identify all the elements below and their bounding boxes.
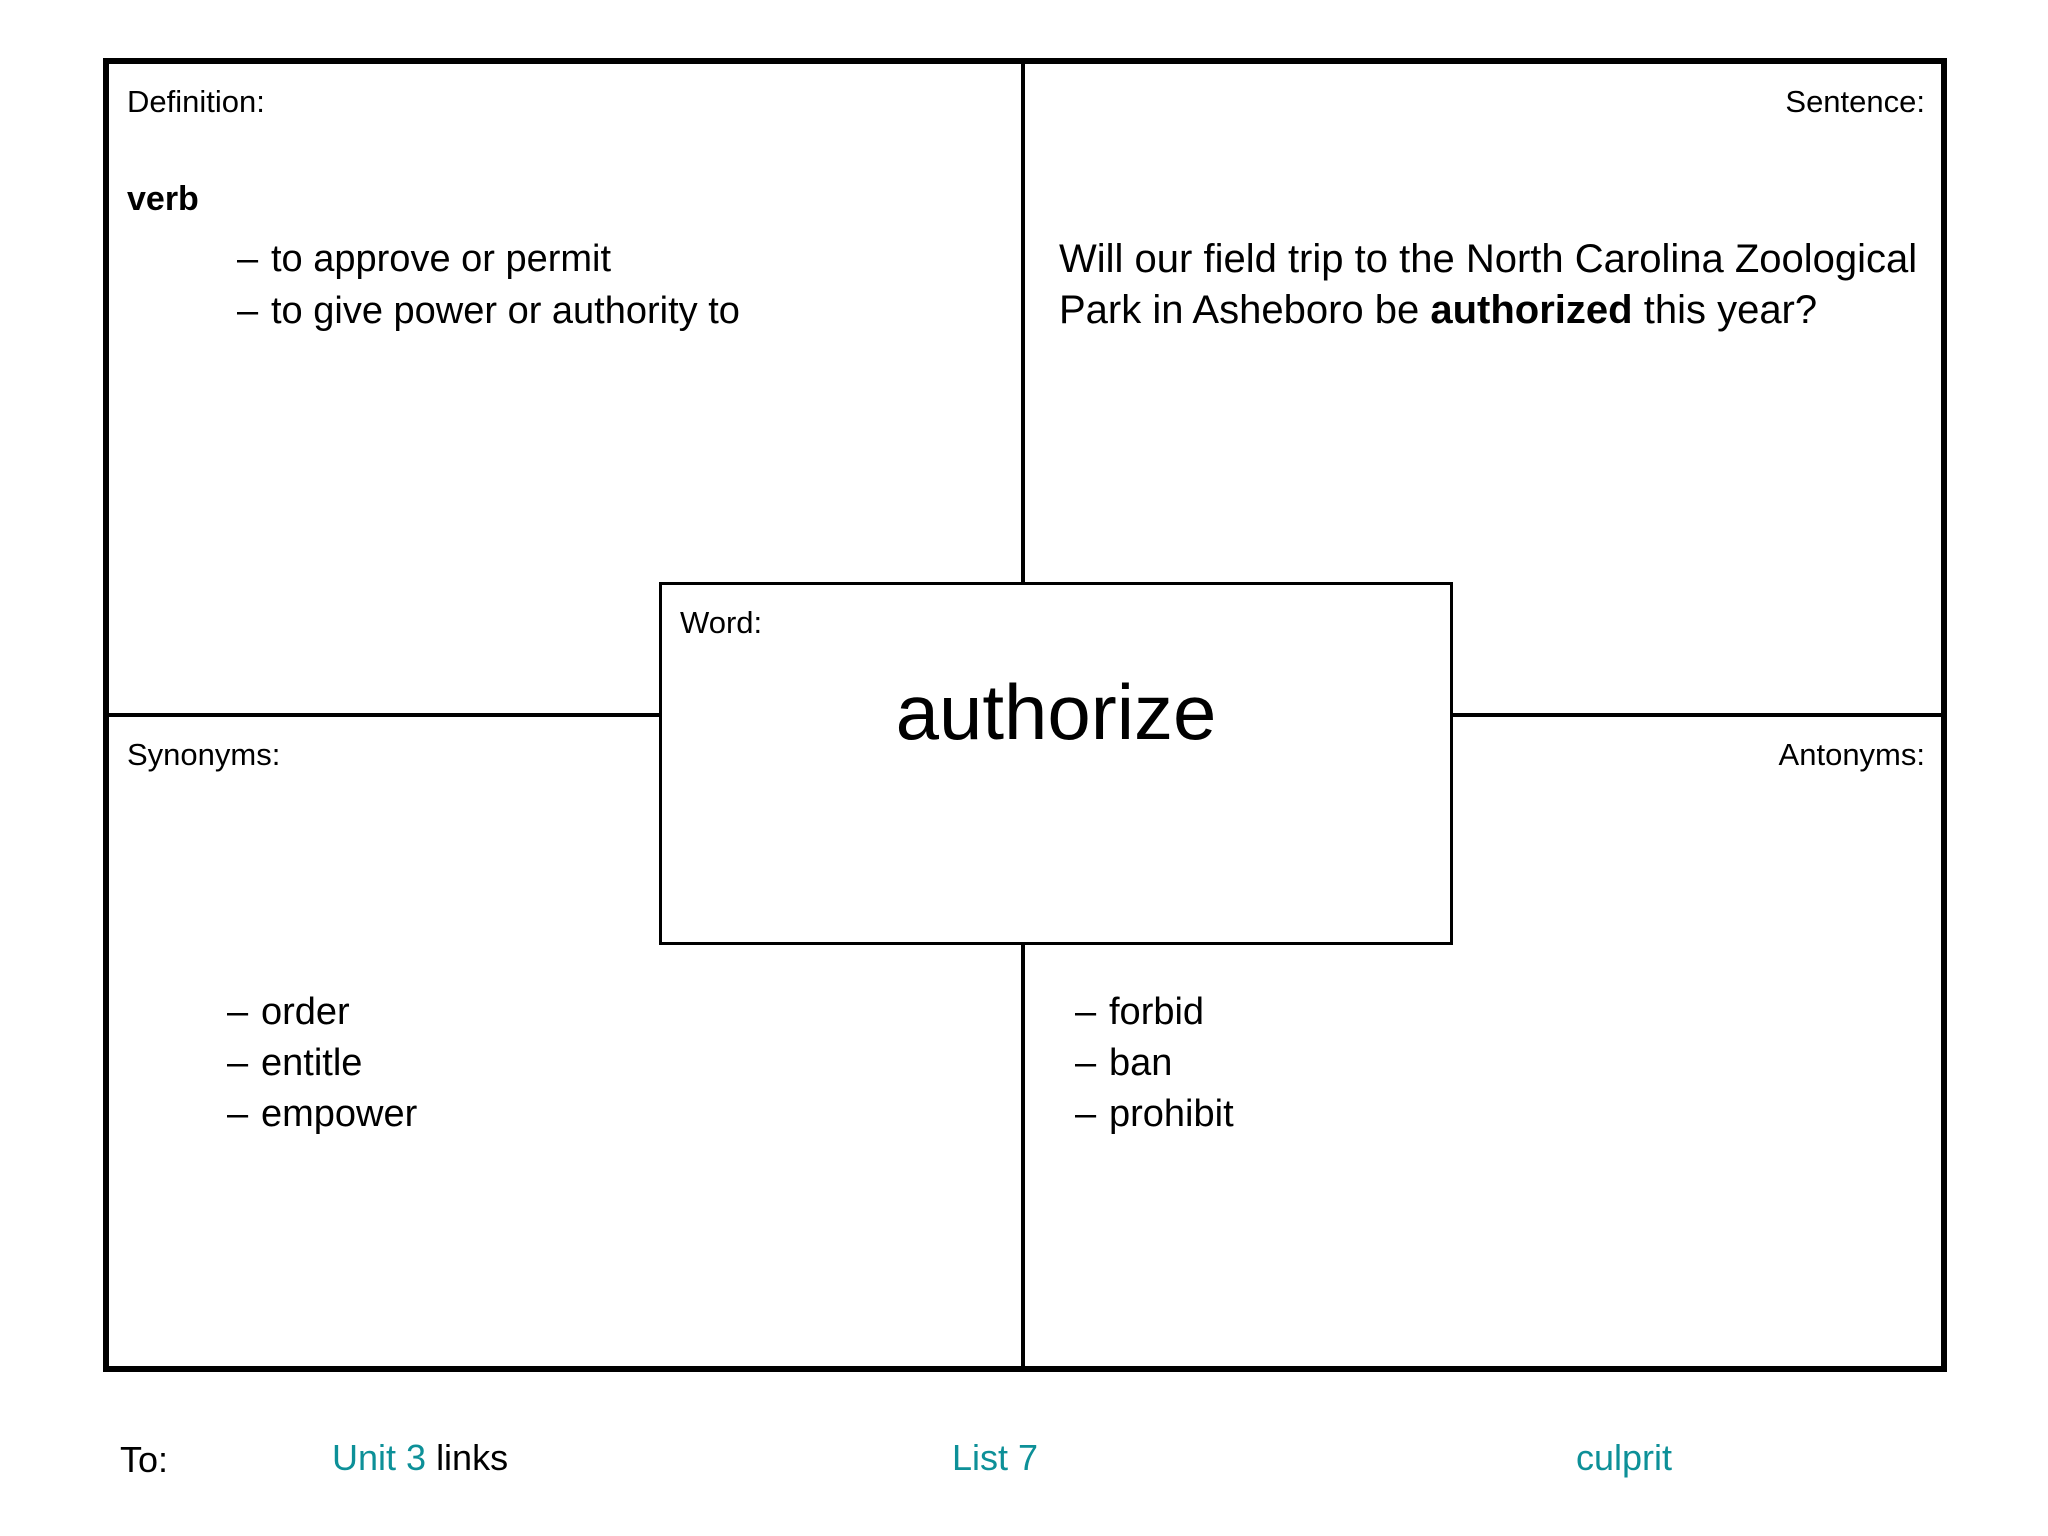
antonyms-list: –forbid –ban –prohibit — [1075, 987, 1234, 1140]
sentence-bold-word: authorized — [1430, 288, 1633, 333]
definition-item: –to give power or authority to — [237, 286, 987, 338]
definition-body: verb –to approve or permit –to give powe… — [127, 182, 987, 337]
antonyms-body: –forbid –ban –prohibit — [1075, 987, 1234, 1140]
definition-item-text: to approve or permit — [271, 238, 612, 280]
synonym-text: order — [261, 991, 350, 1033]
synonyms-quadrant: Synonyms: –order –entitle –empower — [109, 717, 1021, 1366]
dash-icon: – — [237, 289, 259, 332]
antonym-text: ban — [1109, 1041, 1173, 1084]
part-of-speech: verb — [127, 180, 199, 218]
dash-icon: – — [227, 1041, 249, 1084]
list-link[interactable]: List 7 — [952, 1437, 1039, 1478]
synonym-text: empower — [261, 1092, 418, 1135]
synonyms-body: –order –entitle –empower — [227, 987, 417, 1140]
to-label: To: — [120, 1439, 169, 1480]
synonym-item: –order — [227, 987, 417, 1038]
definition-list: –to approve or permit –to give power or … — [127, 234, 987, 337]
unit-links-suffix: links — [436, 1437, 509, 1478]
word-value: authorize — [895, 668, 1217, 756]
sentence-text-after: this year? — [1632, 288, 1818, 333]
unit-links-accent: Unit 3 — [332, 1437, 427, 1478]
synonyms-list: –order –entitle –empower — [227, 987, 417, 1140]
dash-icon: – — [1075, 991, 1097, 1033]
synonyms-label: Synonyms: — [127, 737, 281, 772]
unit-links-link[interactable]: Unit 3 links — [332, 1440, 508, 1476]
antonym-item: –prohibit — [1075, 1089, 1234, 1140]
antonyms-label: Antonyms: — [1778, 737, 1925, 772]
antonym-item: –ban — [1075, 1038, 1234, 1089]
dash-icon: – — [1075, 1041, 1097, 1084]
synonym-text: entitle — [261, 1041, 363, 1084]
sentence-text-before: Will our field trip to the North Carolin… — [1059, 237, 1918, 333]
footer-nav: To: Unit 3 links List 7 culprit — [0, 1424, 2048, 1514]
next-word-link[interactable]: culprit — [1576, 1437, 1673, 1478]
antonym-text: forbid — [1109, 991, 1205, 1033]
sentence-text: Will our field trip to the North Carolin… — [1059, 234, 1919, 336]
definition-item: –to approve or permit — [237, 234, 987, 286]
synonym-item: –entitle — [227, 1038, 417, 1089]
antonym-text: prohibit — [1109, 1092, 1234, 1135]
antonym-item: –forbid — [1075, 987, 1234, 1038]
word-label: Word: — [680, 605, 763, 640]
definition-item-text: to give power or authority to — [271, 289, 740, 332]
synonym-item: –empower — [227, 1089, 417, 1140]
word-box: Word: authorize — [659, 582, 1453, 945]
sentence-label: Sentence: — [1785, 84, 1925, 119]
dash-icon: – — [237, 238, 259, 280]
unit-links-plain — [426, 1437, 436, 1478]
dash-icon: – — [1075, 1092, 1097, 1135]
dash-icon: – — [227, 991, 249, 1033]
definition-quadrant: Definition: verb –to approve or permit –… — [109, 64, 1021, 713]
definition-label: Definition: — [127, 84, 265, 119]
antonyms-quadrant: Antonyms: –forbid –ban –prohibit — [1025, 717, 1941, 1366]
dash-icon: – — [227, 1092, 249, 1135]
sentence-quadrant: Sentence: Will our field trip to the Nor… — [1025, 64, 1941, 713]
